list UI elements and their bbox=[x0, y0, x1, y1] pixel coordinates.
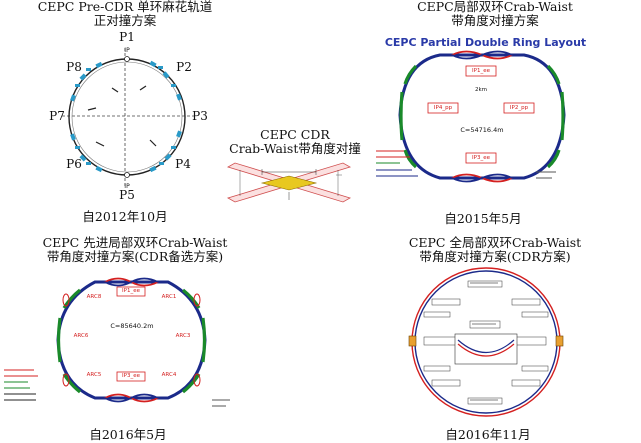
panel3-title: CEPC CDR Crab-Waist带角度对撞 bbox=[210, 128, 380, 156]
panel2-caption: 自2015年5月 bbox=[444, 211, 522, 226]
panel1-caption: 自2012年10月 bbox=[82, 209, 168, 224]
panel1-ip-tag-bottom: IP bbox=[124, 183, 130, 190]
panel1-title: CEPC Pre-CDR 单环麻花轨道 正对撞方案 bbox=[0, 0, 250, 28]
panel1-ip-p8: P8 bbox=[66, 60, 82, 74]
panel1-magnets bbox=[70, 60, 182, 173]
panel1-ip-p2: P2 bbox=[176, 60, 192, 74]
panel1-ip-tag-top: IP bbox=[124, 47, 130, 54]
panel2-title: CEPC局部双环Crab-Waist 带角度对撞方案 bbox=[395, 0, 595, 28]
panel4-ring bbox=[56, 280, 207, 400]
panel4-arc-label-6: ARC4 bbox=[161, 372, 177, 378]
panel2-ip4-label: IP4_pp bbox=[433, 105, 453, 111]
panel4-circumference: C=85640.2m bbox=[110, 322, 154, 330]
panel1-title-line1: CEPC Pre-CDR 单环麻花轨道 bbox=[37, 0, 213, 14]
panel4-title-line1: CEPC 先进局部双环Crab-Waist bbox=[42, 235, 228, 250]
panel4-ip3-label: IP3_ee bbox=[122, 373, 140, 379]
panel4-title-line2: 带角度对撞方案(CDR备选方案) bbox=[46, 249, 224, 264]
panel1-ip-p5: P5 bbox=[119, 188, 135, 202]
panel3-title-line1: CEPC CDR bbox=[260, 127, 330, 142]
panel2-length-label: 2km bbox=[474, 87, 488, 93]
panel5-title: CEPC 全局部双环Crab-Waist 带角度对撞方案(CDR方案) bbox=[380, 236, 610, 264]
panel1-ip-p1: P1 bbox=[119, 30, 135, 44]
panel1-ip-p4: P4 bbox=[175, 157, 191, 171]
panel2-title-line1: CEPC局部双环Crab-Waist bbox=[417, 0, 573, 14]
panel4-caption: 自2016年5月 bbox=[89, 427, 167, 442]
panel4-arc-label-4: ARC3 bbox=[175, 333, 191, 339]
panel5-caption: 自2016年11月 bbox=[445, 427, 531, 442]
panel5-title-line2: 带角度对撞方案(CDR方案) bbox=[419, 249, 571, 264]
panel2-layout-title: CEPC Partial Double Ring Layout bbox=[384, 36, 587, 49]
panel2-title-line2: 带角度对撞方案 bbox=[451, 13, 539, 28]
panel1-ip-p7: P7 bbox=[49, 109, 65, 123]
panel5-title-line1: CEPC 全局部双环Crab-Waist bbox=[408, 235, 582, 250]
panel3-overlap-region bbox=[260, 175, 318, 191]
panel2-ip1-label: IP1_ee bbox=[472, 68, 490, 74]
panel3-title-line2: Crab-Waist带角度对撞 bbox=[229, 141, 361, 156]
panel4-ip1-label: IP1_ee bbox=[122, 288, 140, 294]
panel4-arc-label-2: ARC1 bbox=[161, 294, 177, 300]
panel4-arc-label-1: ARC8 bbox=[86, 294, 102, 300]
panel2-ip2-label: IP2_pp bbox=[509, 105, 529, 111]
panel4-arc-label-3: ARC6 bbox=[73, 333, 89, 339]
panel1-title-line2: 正对撞方案 bbox=[93, 13, 157, 28]
panel1-ip-p3: P3 bbox=[192, 109, 208, 123]
panel4-title: CEPC 先进局部双环Crab-Waist 带角度对撞方案(CDR备选方案) bbox=[20, 236, 250, 264]
panel2-circumference: C=54716.4m bbox=[460, 126, 504, 134]
panel1-ip-p6: P6 bbox=[66, 157, 82, 171]
panel4-arc-label-5: ARC5 bbox=[86, 372, 102, 378]
panel2-ip3-label: IP3_ee bbox=[472, 155, 490, 161]
